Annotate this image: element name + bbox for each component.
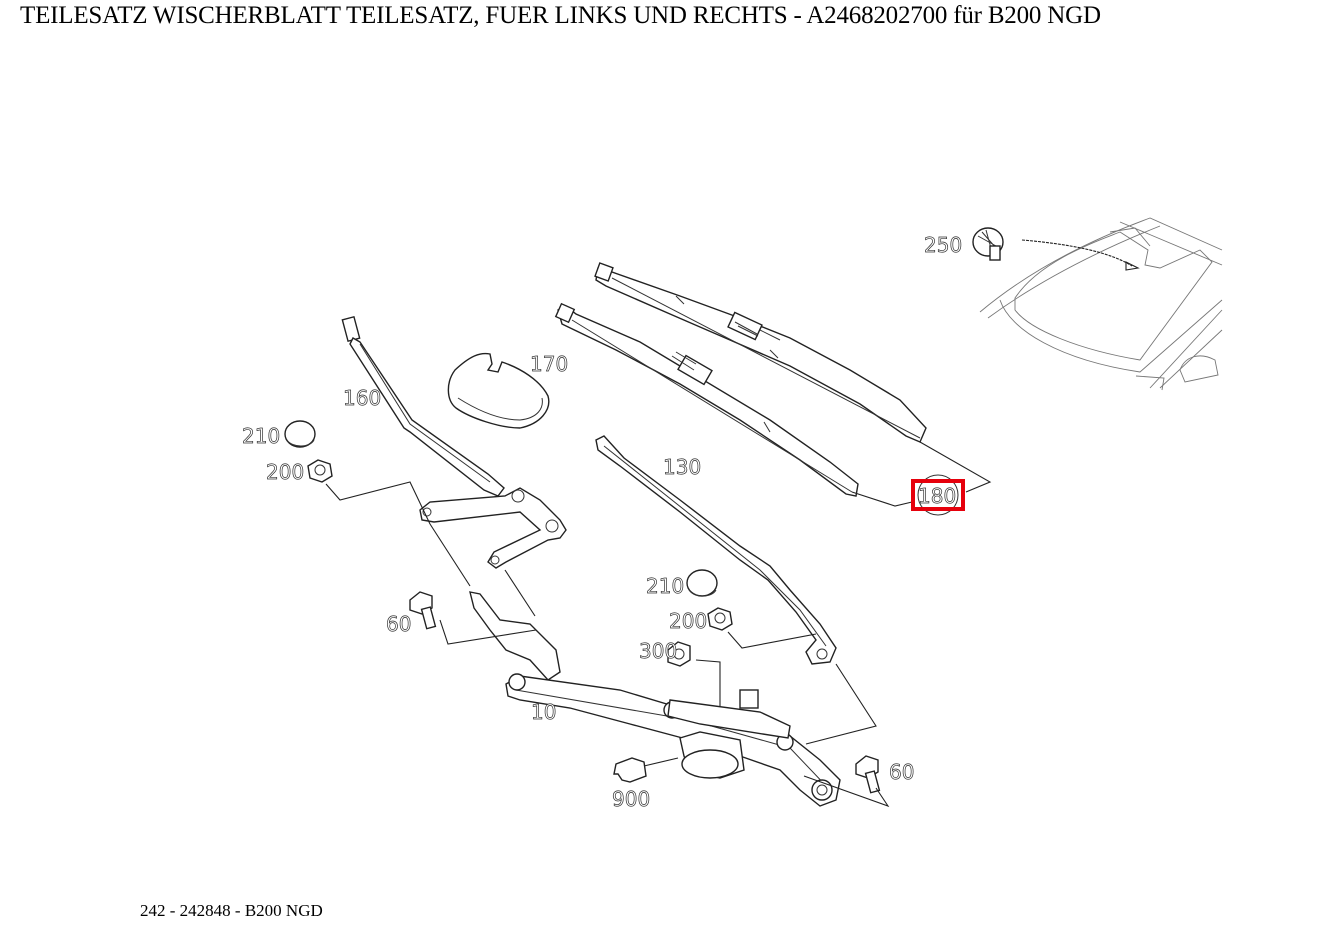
callout-210-left[interactable]: 210 bbox=[242, 424, 281, 449]
callout-60-right[interactable]: 60 bbox=[889, 760, 915, 785]
nut-part-200-right bbox=[707, 607, 733, 631]
callout-200-left[interactable]: 200 bbox=[266, 460, 305, 485]
cover-part-170 bbox=[447, 352, 550, 429]
cap-part-210-left bbox=[284, 420, 316, 448]
cap-part-210-right bbox=[686, 569, 718, 597]
wiper-linkage-frame-10 bbox=[469, 591, 841, 807]
bolt-part-60-right bbox=[855, 755, 881, 794]
selected-part-highlight-180[interactable] bbox=[911, 479, 965, 511]
nut-part-300 bbox=[667, 641, 691, 667]
callout-210-right[interactable]: 210 bbox=[646, 574, 685, 599]
callout-900[interactable]: 900 bbox=[612, 787, 651, 812]
linkage-plates bbox=[419, 487, 567, 569]
callout-60-left[interactable]: 60 bbox=[386, 612, 412, 637]
callout-130[interactable]: 130 bbox=[663, 455, 702, 480]
nut-part-200-left bbox=[307, 459, 333, 483]
page-title: TEILESATZ WISCHERBLATT TEILESATZ, FUER L… bbox=[20, 2, 1101, 29]
callout-160[interactable]: 160 bbox=[343, 386, 382, 411]
wiper-blade-upper bbox=[594, 262, 927, 443]
callout-10[interactable]: 10 bbox=[531, 700, 557, 725]
bolt-part-60-left bbox=[409, 591, 437, 630]
callout-labels: 250 170 160 210 200 130 180 210 200 60 3… bbox=[242, 233, 963, 812]
callout-200-right[interactable]: 200 bbox=[669, 609, 708, 634]
wiper-blade-lower bbox=[554, 302, 859, 497]
callout-250[interactable]: 250 bbox=[924, 233, 963, 258]
callout-170[interactable]: 170 bbox=[530, 352, 569, 377]
callout-300[interactable]: 300 bbox=[639, 639, 678, 664]
vehicle-windshield-sketch bbox=[979, 217, 1223, 391]
leader-lines bbox=[325, 481, 890, 808]
diagram-caption: 242 - 242848 - B200 NGD bbox=[140, 901, 323, 920]
plug-part-900 bbox=[613, 757, 647, 783]
rain-sensor-part-250 bbox=[972, 227, 1140, 271]
wiper-arm-right-130 bbox=[595, 435, 837, 665]
callout-180[interactable]: 180 bbox=[918, 484, 957, 509]
